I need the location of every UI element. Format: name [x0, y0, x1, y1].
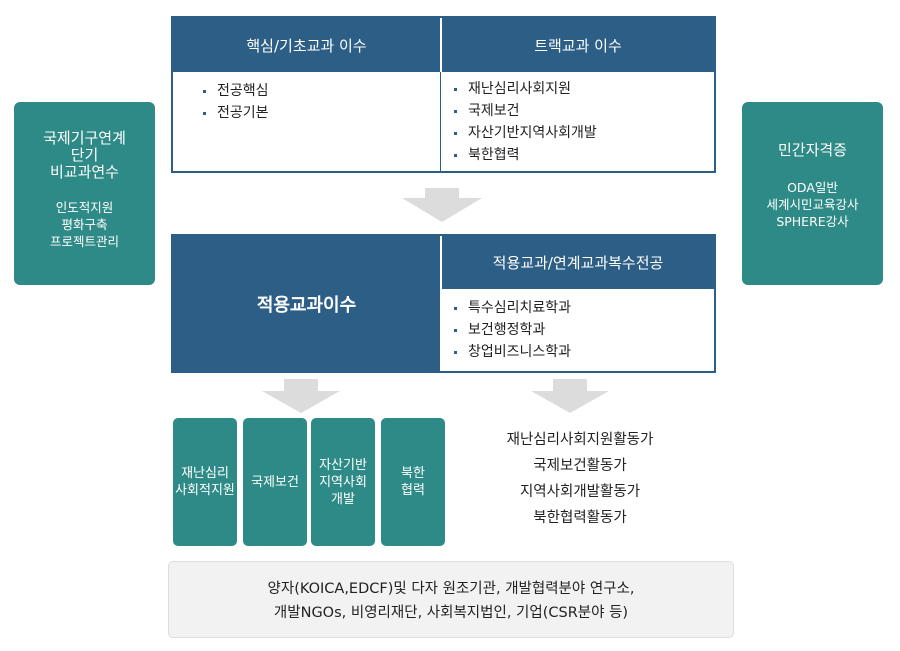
down-arrow-icon — [402, 198, 482, 222]
activity-box-label: 자산기반 지역사회 개발 — [319, 457, 367, 507]
down-arrow-stem-right — [553, 379, 587, 391]
list-item: 전공기본 — [203, 102, 269, 124]
activity-box-north-korea: 북한 협력 — [381, 418, 445, 546]
core-basic-header-label: 핵심/기초교과 이수 — [246, 36, 367, 55]
list-item: 특수심리치료학과 — [454, 297, 571, 319]
down-arrow-stem-left — [284, 379, 318, 391]
short-term-training-title: 국제기구연계 단기 비교과연수 — [43, 129, 126, 181]
certificate-item: SPHERE강사 — [776, 214, 849, 229]
applied-linked-list: 특수심리치료학과 보건행정학과 창업비즈니스학과 — [454, 297, 571, 363]
track-header: 트랙교과 이수 — [442, 18, 714, 72]
training-item: 인도적지원 — [55, 200, 114, 215]
career-organizations-line2: 개발NGOs, 비영리재단, 사회복지법인, 기업(CSR분야 등) — [273, 605, 629, 621]
career-organizations-line1: 양자(KOICA,EDCF)및 다자 원조기관, 개발협력분야 연구소, — [267, 581, 635, 597]
body-divider — [440, 72, 441, 171]
activity-box-label: 북한 협력 — [401, 466, 425, 498]
applied-linked-header: 적용교과/연계교과복수전공 — [442, 236, 714, 289]
down-arrow-icon — [262, 391, 340, 413]
applied-course-title-area: 적용교과이수 — [173, 236, 440, 371]
track-header-label: 트랙교과 이수 — [534, 36, 622, 55]
activity-box-community: 자산기반 지역사회 개발 — [311, 418, 375, 546]
activist-item: 재난심리사회지원활동가 — [506, 432, 654, 448]
certificate-item: 세계시민교육강사 — [766, 197, 859, 212]
training-item: 평화구축 — [61, 217, 108, 232]
header-divider — [440, 18, 442, 72]
list-item: 자산기반지역사회개발 — [454, 122, 597, 144]
activity-box-label: 국제보건 — [251, 474, 299, 490]
private-certificate-items: ODA일반 세계시민교육강사 SPHERE강사 — [742, 179, 883, 230]
down-arrow-stem — [425, 188, 459, 198]
course-completion-panel: 핵심/기초교과 이수 트랙교과 이수 전공핵심 전공기본 재난심리사회지원 국제… — [171, 16, 716, 173]
certificate-item: ODA일반 — [787, 180, 838, 195]
activist-item: 북한협력활동가 — [533, 510, 627, 526]
list-item: 전공핵심 — [203, 80, 269, 102]
list-item: 국제보건 — [454, 100, 597, 122]
short-term-training-items: 인도적지원 평화구축 프로젝트관리 — [14, 199, 155, 250]
activity-box-label: 재난심리 사회적지원 — [175, 466, 235, 498]
activist-list: 재난심리사회지원활동가 국제보건활동가 지역사회개발활동가 북한협력활동가 — [470, 427, 690, 531]
track-list: 재난심리사회지원 국제보건 자산기반지역사회개발 북한협력 — [454, 78, 597, 166]
short-term-training-box: 국제기구연계 단기 비교과연수 인도적지원 평화구축 프로젝트관리 — [14, 102, 155, 285]
activist-item: 국제보건활동가 — [533, 458, 627, 474]
core-basic-header: 핵심/기초교과 이수 — [173, 18, 440, 72]
career-organizations-box: 양자(KOICA,EDCF)및 다자 원조기관, 개발협력분야 연구소, 개발N… — [168, 561, 734, 638]
down-arrow-icon — [531, 391, 609, 413]
private-certificate-box: 민간자격증 ODA일반 세계시민교육강사 SPHERE강사 — [742, 102, 883, 285]
list-item: 보건행정학과 — [454, 319, 571, 341]
applied-course-panel: 적용교과이수 적용교과/연계교과복수전공 특수심리치료학과 보건행정학과 창업비… — [171, 234, 716, 373]
applied-course-title: 적용교과이수 — [256, 294, 357, 316]
activity-box-health: 국제보건 — [243, 418, 307, 546]
core-basic-list: 전공핵심 전공기본 — [203, 80, 269, 124]
private-certificate-title: 민간자격증 — [777, 141, 847, 159]
activist-item: 지역사회개발활동가 — [519, 484, 641, 500]
activity-box-disaster: 재난심리 사회적지원 — [173, 418, 237, 546]
applied-linked-header-label: 적용교과/연계교과복수전공 — [492, 254, 664, 272]
list-item: 창업비즈니스학과 — [454, 341, 571, 363]
middle-divider — [440, 236, 442, 371]
applied-linked-body: 특수심리치료학과 보건행정학과 창업비즈니스학과 — [442, 289, 714, 371]
list-item: 재난심리사회지원 — [454, 78, 597, 100]
training-item: 프로젝트관리 — [49, 234, 119, 249]
list-item: 북한협력 — [454, 144, 597, 166]
